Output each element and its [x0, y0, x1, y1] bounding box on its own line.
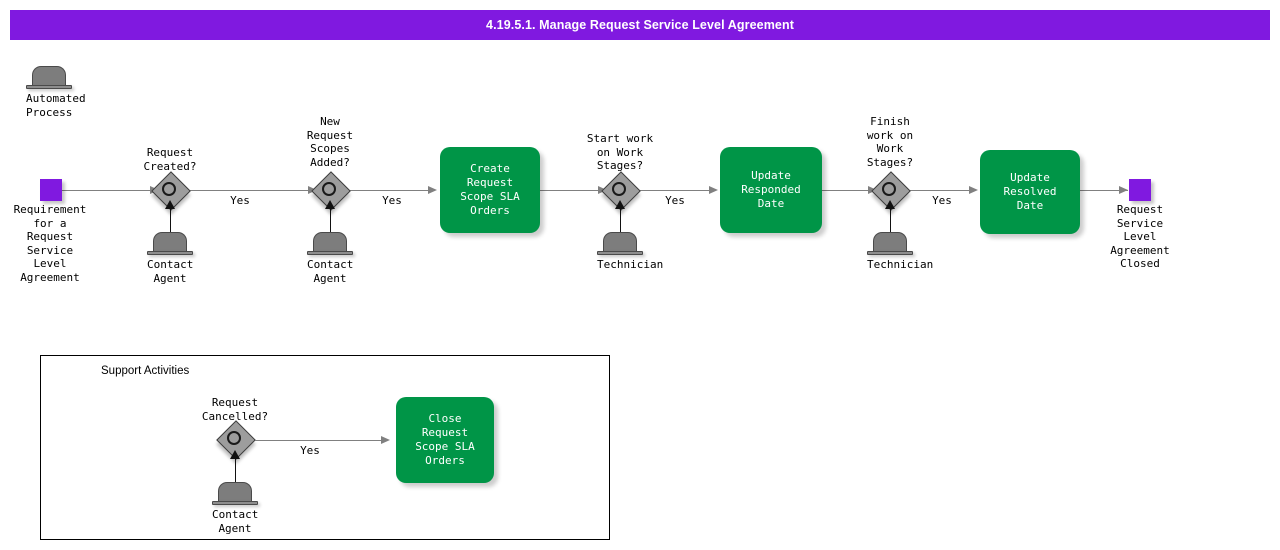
gateway-event-circle-icon	[612, 182, 626, 196]
arrow-into-task2	[709, 186, 718, 194]
role-link-gateway2	[330, 204, 331, 234]
arrow-into-end-event	[1119, 186, 1128, 194]
bowler-hat-brim-icon	[597, 251, 643, 255]
flow-gateway3-to-task2	[640, 190, 712, 191]
start-event-label: Requirement for a Request Service Level …	[13, 203, 87, 284]
gateway-new-request-scopes[interactable]	[311, 171, 351, 211]
support-activities-title: Support Activities	[101, 365, 190, 377]
bowler-hat-brim-icon	[212, 501, 258, 505]
page-title-bar: 4.19.5.1. Manage Request Service Level A…	[10, 10, 1270, 40]
task-update-resolved-date[interactable]: Update Resolved Date	[980, 150, 1080, 234]
flow-label-yes-2: Yes	[382, 194, 402, 207]
role-link-gateway-support	[235, 454, 236, 484]
gateway-start-work-on-work-stages[interactable]	[601, 171, 641, 211]
gateway-finish-work-label: Finish work on Work Stages?	[866, 115, 914, 169]
gateway-request-cancelled-label: Request Cancelled?	[201, 396, 269, 423]
gateway-finish-work-on-work-stages[interactable]	[871, 171, 911, 211]
flow-label-yes-1: Yes	[230, 194, 250, 207]
role-technician-2: Technician	[867, 232, 934, 272]
gateway-event-circle-icon	[162, 182, 176, 196]
role-contact-agent-3-label: Contact Agent	[212, 508, 259, 535]
end-event-marker	[1129, 179, 1151, 201]
bowler-hat-icon	[313, 232, 347, 251]
task-create-request-scope-sla-orders[interactable]: Create Request Scope SLA Orders	[440, 147, 540, 233]
bowler-hat-icon	[32, 66, 66, 85]
arrow-into-task-close-request	[381, 436, 390, 444]
bowler-hat-icon	[218, 482, 252, 501]
arrow-into-task3	[969, 186, 978, 194]
gateway-request-cancelled[interactable]	[216, 420, 256, 460]
role-link-gateway4	[890, 204, 891, 234]
role-contact-agent-1-label: Contact Agent	[147, 258, 194, 285]
bowler-hat-brim-icon	[867, 251, 913, 255]
flow-task2-to-gateway4	[820, 190, 872, 191]
flow-label-yes-4: Yes	[932, 194, 952, 207]
arrow-up-gateway-support	[230, 450, 240, 459]
role-contact-agent-2-label: Contact Agent	[307, 258, 354, 285]
gateway-start-work-label: Start work on Work Stages?	[586, 132, 654, 172]
task-update-responded-date[interactable]: Update Responded Date	[720, 147, 822, 233]
end-event-label: Request Service Level Agreement Closed	[1110, 203, 1170, 270]
bowler-hat-brim-icon	[26, 85, 72, 89]
arrow-up-gateway2	[325, 200, 335, 209]
role-technician-1-label: Technician	[597, 258, 664, 271]
arrow-up-gateway4	[885, 200, 895, 209]
legend-automated-process-label: Automated Process	[26, 92, 86, 119]
gateway-event-circle-icon	[882, 182, 896, 196]
start-event-marker	[40, 179, 62, 201]
flow-gateway-support-to-task	[255, 440, 383, 441]
flow-start-to-gateway1	[62, 190, 152, 191]
gateway-request-created[interactable]	[151, 171, 191, 211]
role-contact-agent-1: Contact Agent	[147, 232, 193, 285]
support-activities-frame	[40, 355, 610, 540]
gateway-event-circle-icon	[322, 182, 336, 196]
gateway-request-created-label: Request Created?	[143, 146, 197, 173]
flow-label-yes-support: Yes	[300, 444, 320, 457]
flow-gateway2-to-task1	[350, 190, 430, 191]
page-title: 4.19.5.1. Manage Request Service Level A…	[486, 18, 794, 32]
flow-label-yes-3: Yes	[665, 194, 685, 207]
legend-automated-process: Automated Process	[26, 66, 86, 119]
role-contact-agent-2: Contact Agent	[307, 232, 353, 285]
bowler-hat-icon	[873, 232, 907, 251]
task-close-request-scope-sla-orders[interactable]: Close Request Scope SLA Orders	[396, 397, 494, 483]
flow-gateway4-to-task3	[910, 190, 972, 191]
flow-task3-to-end	[1080, 190, 1128, 191]
bowler-hat-brim-icon	[147, 251, 193, 255]
bowler-hat-icon	[603, 232, 637, 251]
role-technician-1: Technician	[597, 232, 664, 272]
gateway-event-circle-icon	[227, 431, 241, 445]
arrow-up-gateway1	[165, 200, 175, 209]
gateway-new-request-scopes-label: New Request Scopes Added?	[306, 115, 354, 169]
bowler-hat-brim-icon	[307, 251, 353, 255]
arrow-up-gateway3	[615, 200, 625, 209]
role-link-gateway3	[620, 204, 621, 234]
flow-task1-to-gateway3	[540, 190, 602, 191]
flow-gateway1-to-gateway2	[190, 190, 312, 191]
role-contact-agent-3: Contact Agent	[212, 482, 258, 535]
bowler-hat-icon	[153, 232, 187, 251]
role-link-gateway1	[170, 204, 171, 234]
role-technician-2-label: Technician	[867, 258, 934, 271]
arrow-into-task1	[428, 186, 437, 194]
